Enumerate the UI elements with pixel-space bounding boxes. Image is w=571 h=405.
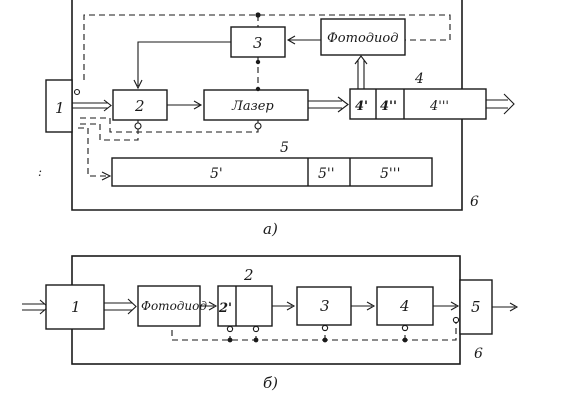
connector-ring [73,88,81,96]
block-4-3-label: 4''' [429,99,449,114]
connector-ring [252,325,260,333]
block-4-2-label: 4'' [380,99,397,114]
connector-ring [254,122,262,130]
block-4-1-label: 4' [355,99,368,114]
junction-dot [402,337,408,343]
block1-to-photodiode-arrow [104,298,137,315]
caption-b: б) [263,374,278,392]
control-line-block2-b [80,120,139,141]
block-4-a-label: 4 [414,71,424,87]
frame-label-6-a: 6 [470,194,479,210]
block-2-b-label: 2 [243,266,254,284]
output-arrow-a [486,93,515,115]
block-2-a-label: 2 [134,97,145,115]
laser-to-4-arrow [308,96,349,113]
connector-ring [134,122,142,130]
junction-dot [227,337,233,343]
block3-to-block4-arrow [351,301,376,311]
diagram-a: 6 1 3 Фотодиод 2 Лазер 4 4' 4'' 4''' [38,0,515,238]
connector-ring [452,316,460,324]
block-5-b-label: 5 [471,298,481,316]
laser-a-label: Лазер [231,99,274,114]
junction-dot [255,12,261,18]
block-4-b-label: 4 [399,297,410,315]
block-1-a-label: 1 [55,99,65,117]
block-2-inner-label: 2' [218,301,232,316]
control-bus-b [171,322,457,341]
photodiode-b [137,285,201,327]
block2-to-block3-arrow [272,301,296,311]
block-3-b-label: 3 [320,297,330,315]
junction-dot [253,337,259,343]
block-4-a [349,88,487,120]
junction-dot [255,86,261,92]
block-1-b-label: 1 [71,298,81,316]
photodiode-a-label: Фотодиод [327,31,398,46]
block1-to-block2-arrow [72,99,112,112]
block-5-a [111,157,433,187]
junction-dot [255,59,261,65]
block-2-b [217,285,273,327]
block-5-2-label: 5'' [318,166,335,182]
block-1-a [45,79,73,133]
block-1-b [45,284,105,330]
frame-label-6-b: 6 [474,346,483,362]
block4-to-block5-arrow [433,301,460,311]
control-line-top-a [83,14,451,80]
control-line-block5-a [78,127,108,177]
control-arrow-block5-a [101,171,112,181]
laser-a [203,89,309,121]
stray-mark: : [38,165,42,179]
junction-dot [322,337,328,343]
connector-ring [226,325,234,333]
photodiode-to-block3-arrow [286,35,321,45]
diagram-b: 6 1 Фотодиод 2 2' 3 4 5 [22,255,519,392]
photodiode-b-label: Фотодиод [141,299,207,313]
connector-ring [321,324,329,332]
block-5-3-label: 5''' [380,166,400,182]
block2-to-laser-arrow [167,100,203,110]
block-5-a-label: 5 [280,140,289,156]
block4-to-photodiode-arrow [354,55,368,89]
block3-to-block2-path [133,41,231,90]
block-3-a-label: 3 [253,34,263,52]
caption-a: а) [263,220,278,238]
photodiode-a [320,18,406,56]
block-5-1-label: 5' [210,166,223,182]
input-arrow-b [22,299,49,315]
block-4-b [376,286,434,326]
photodiode-to-block2-arrow [200,301,218,311]
connector-ring [401,324,409,332]
output-arrow-b [492,302,519,312]
